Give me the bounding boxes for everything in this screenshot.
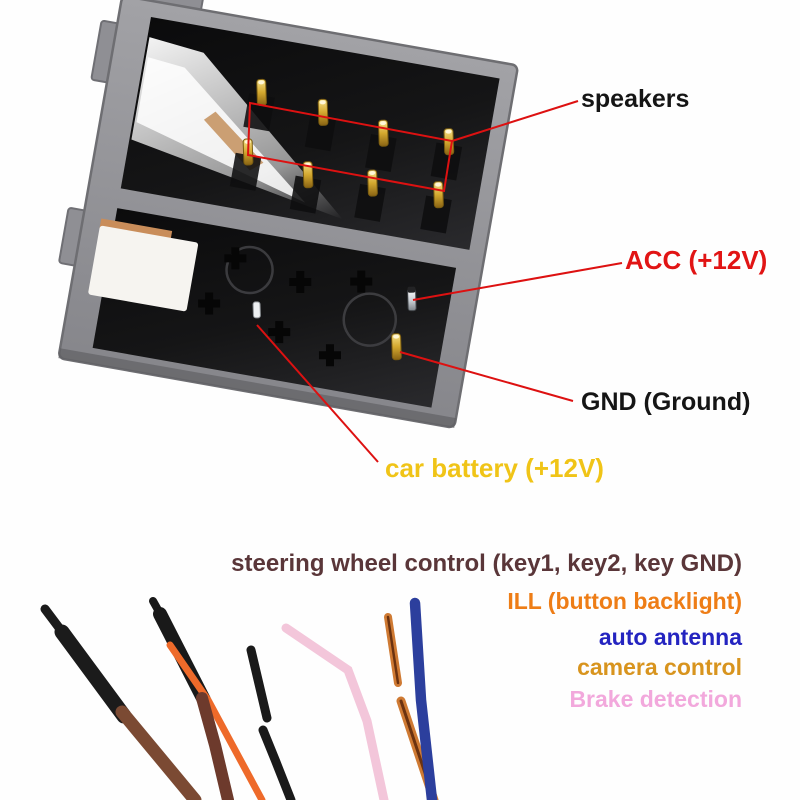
- blue-wire: [409, 597, 438, 800]
- label-auto-antenna: auto antenna: [598, 624, 742, 650]
- label-steering-wheel-control: steering wheel control (key1, key2, key …: [231, 550, 742, 577]
- molded-ring: [225, 245, 274, 295]
- speaker-pin: [433, 181, 444, 209]
- speaker-pin: [317, 98, 329, 126]
- label-camera-control: camera control: [577, 654, 742, 680]
- molded-ring: [342, 292, 398, 347]
- tan-sliver: [99, 218, 173, 240]
- wire1-brown: [115, 705, 202, 800]
- label-acc: ACC (+12V): [625, 245, 768, 275]
- label-car-battery: car battery (+12V): [385, 453, 604, 483]
- black-wire-a: [246, 645, 272, 723]
- connector-bottom-shadow: [58, 348, 456, 428]
- black-wire-b: [258, 725, 296, 800]
- cross-holes: [198, 247, 373, 367]
- label-gnd: GND (Ground): [581, 388, 751, 416]
- wire1-sleeve: [54, 624, 132, 724]
- pin-towers: [229, 93, 463, 234]
- speakers-pin-box: [246, 101, 454, 193]
- iso-connector-body: [58, 0, 519, 429]
- label-brake-detection: Brake detection: [569, 686, 742, 712]
- gnd-callout-line: [399, 351, 574, 402]
- battery-callout-line: [256, 324, 379, 463]
- white-patch: [88, 225, 199, 312]
- speaker-pin: [302, 161, 314, 189]
- acc-pin: [407, 286, 417, 312]
- orange-stripe-a: [386, 615, 400, 685]
- annotation-lines: [246, 100, 623, 463]
- harness-wires: [40, 597, 439, 800]
- battery-pin: [252, 301, 261, 319]
- pink-wire: [281, 623, 389, 800]
- label-speakers: speakers: [581, 85, 690, 113]
- acc-callout-line: [412, 262, 623, 301]
- label-ill-backlight: ILL (button backlight): [507, 588, 742, 614]
- wire2-brown: [196, 692, 234, 800]
- speakers-callout-line: [451, 100, 579, 142]
- gnd-pin: [391, 333, 402, 361]
